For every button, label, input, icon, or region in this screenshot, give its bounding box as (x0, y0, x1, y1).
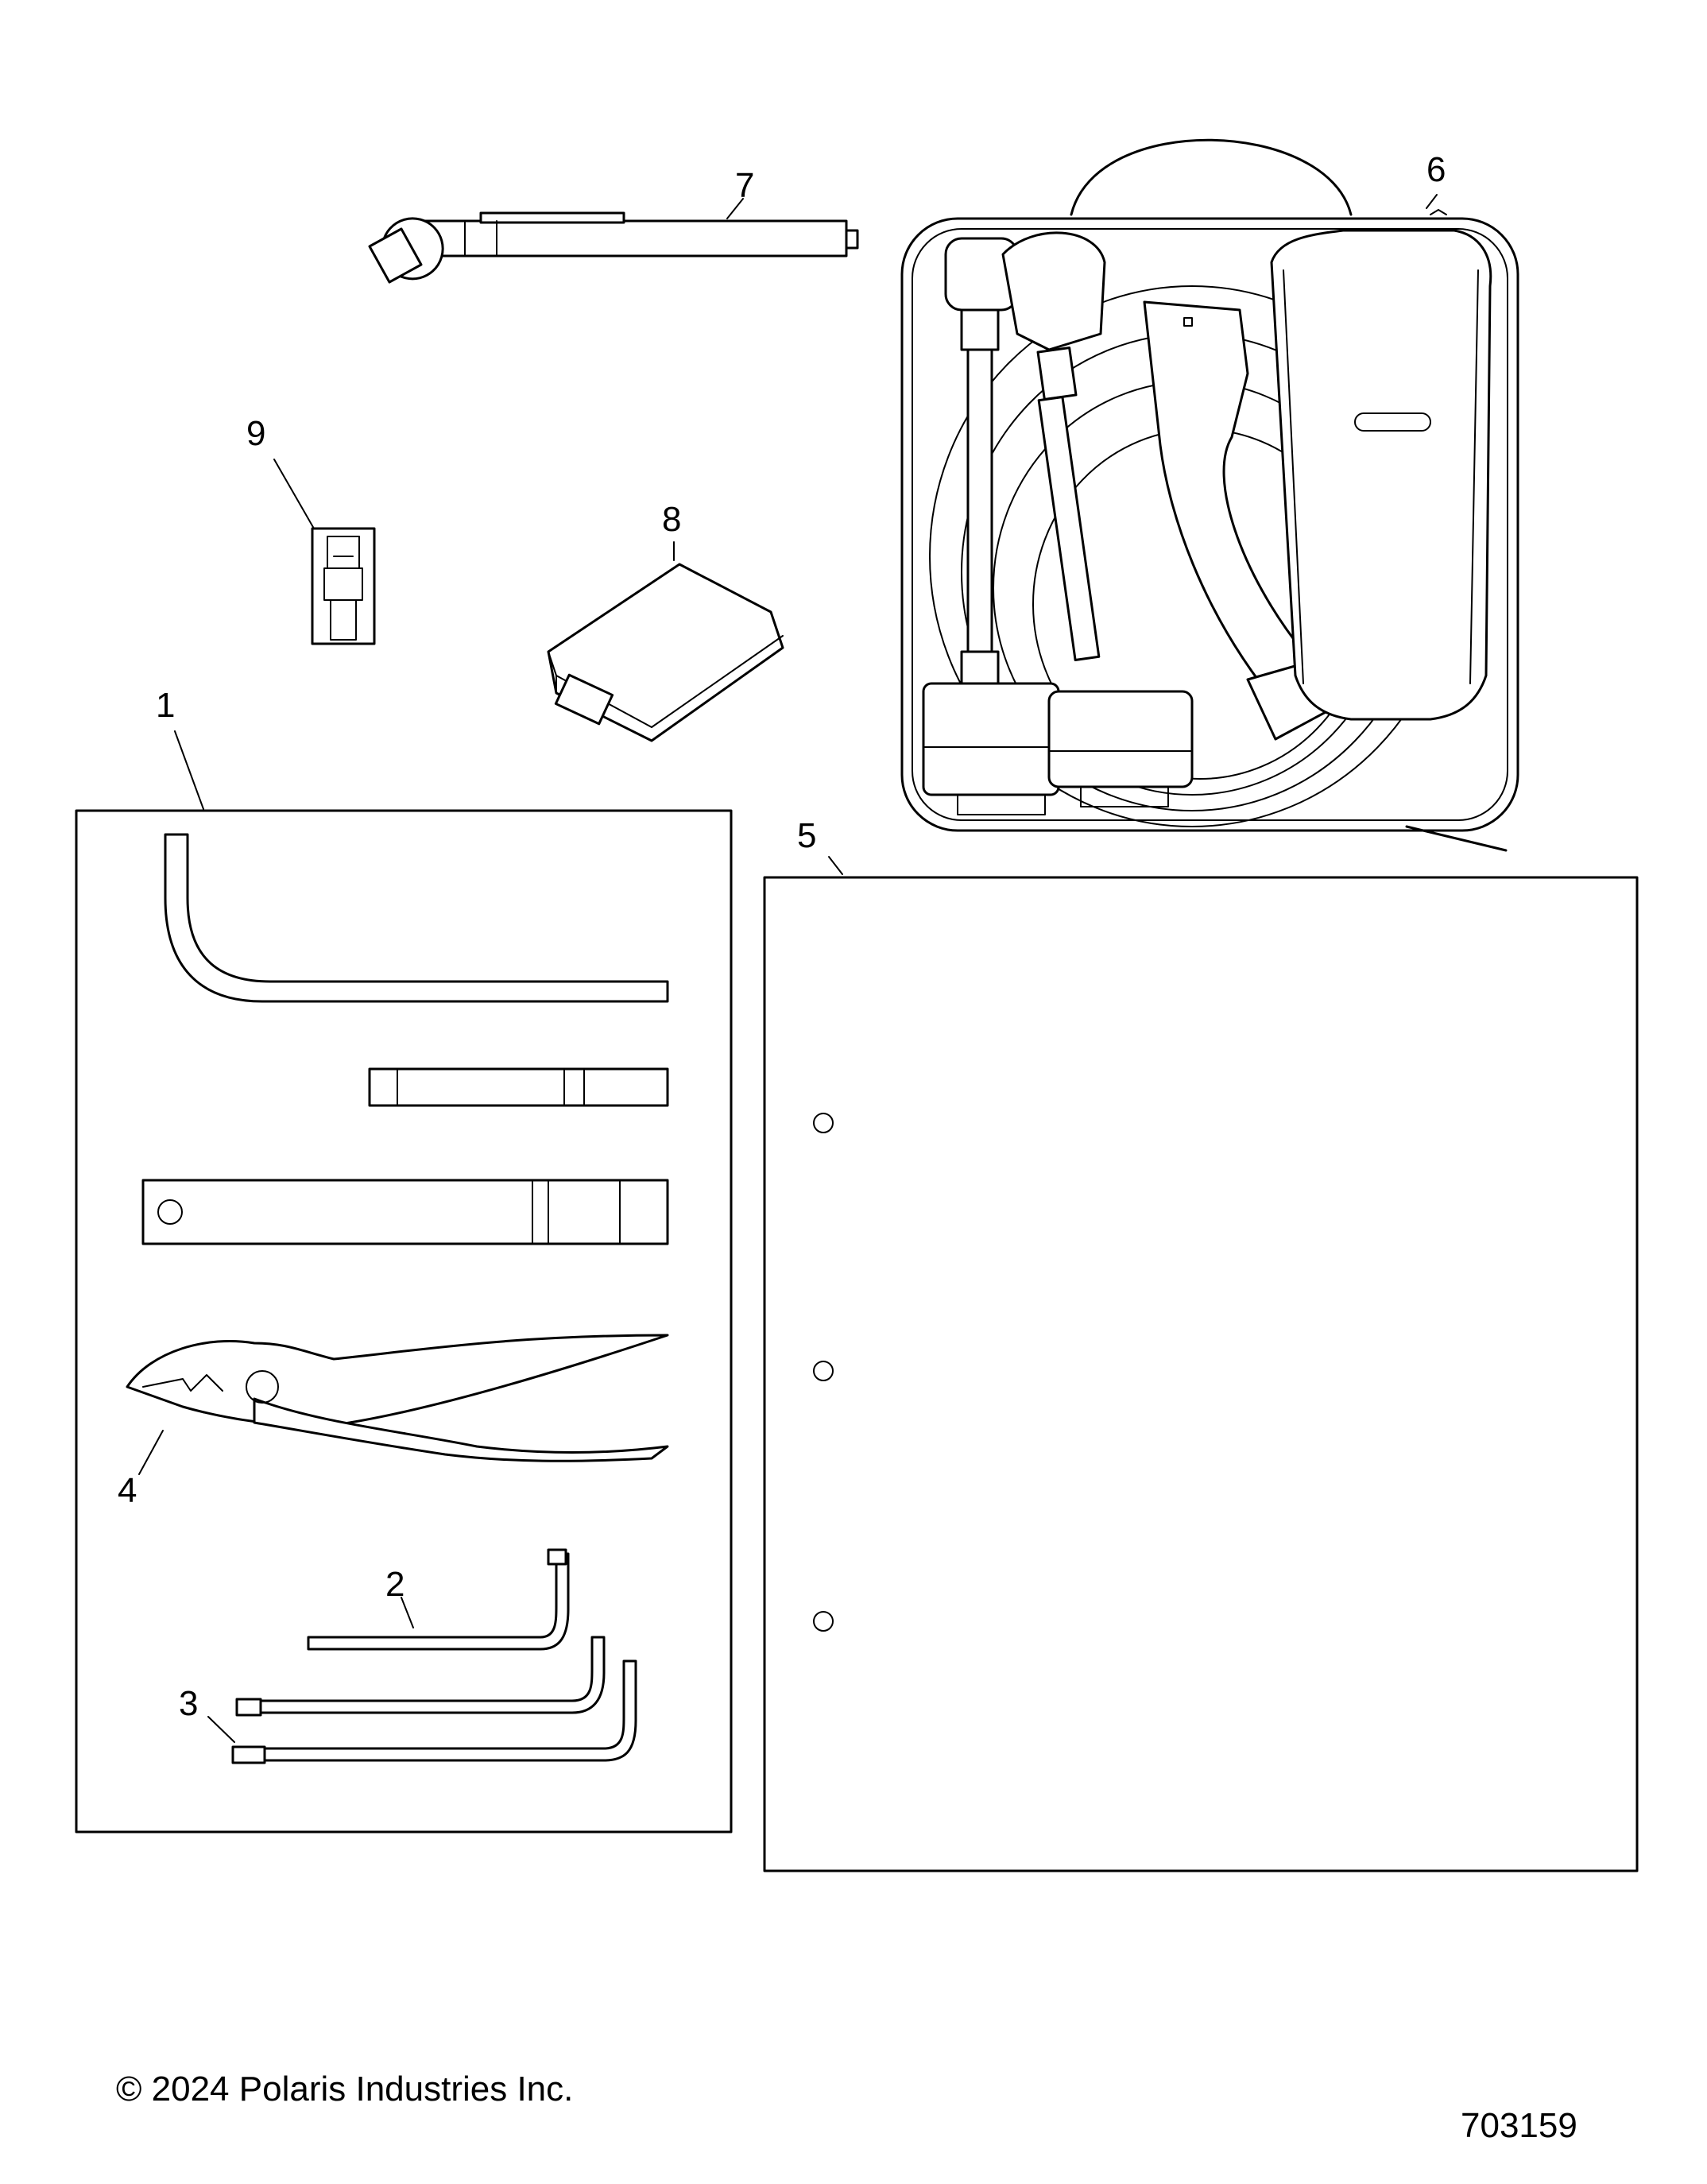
callout-2: 2 (385, 1565, 404, 1604)
item-7-offset-wrench (368, 211, 859, 284)
item-8-tool-pouch (547, 563, 784, 742)
callout-3: 3 (179, 1684, 198, 1723)
item-9-fuse (311, 527, 376, 645)
item-5-owners-manual (763, 876, 1639, 1872)
binder-hole-top (813, 1113, 834, 1133)
callout-5: 5 (797, 816, 816, 855)
drawing-number: 703159 (1461, 2106, 1577, 2145)
copyright-notice: © 2024 Polaris Industries Inc. (116, 2070, 574, 2108)
item-1-tool-kit-contents (126, 833, 669, 1462)
callout-6: 6 (1426, 150, 1446, 189)
item-6-charging-cable-kit (900, 138, 1519, 852)
leader-7 (726, 198, 744, 219)
callout-7: 7 (735, 166, 754, 205)
leader-9 (273, 459, 315, 529)
binder-hole-middle (813, 1361, 834, 1381)
item-2-hex-key (307, 1548, 570, 1651)
callout-9: 9 (246, 414, 265, 453)
leader-2 (401, 1597, 414, 1628)
leader-5 (828, 856, 843, 875)
leader-4 (138, 1430, 164, 1475)
callout-4: 4 (118, 1471, 137, 1510)
leader-6 (1426, 194, 1438, 209)
callout-8: 8 (662, 500, 681, 539)
binder-hole-bottom (813, 1611, 834, 1632)
leader-3 (207, 1716, 235, 1743)
callout-1: 1 (156, 686, 175, 725)
leader-1 (174, 730, 204, 810)
item-1-tool-kit-box (75, 809, 733, 1834)
item-3-hex-key-set (231, 1636, 637, 1764)
